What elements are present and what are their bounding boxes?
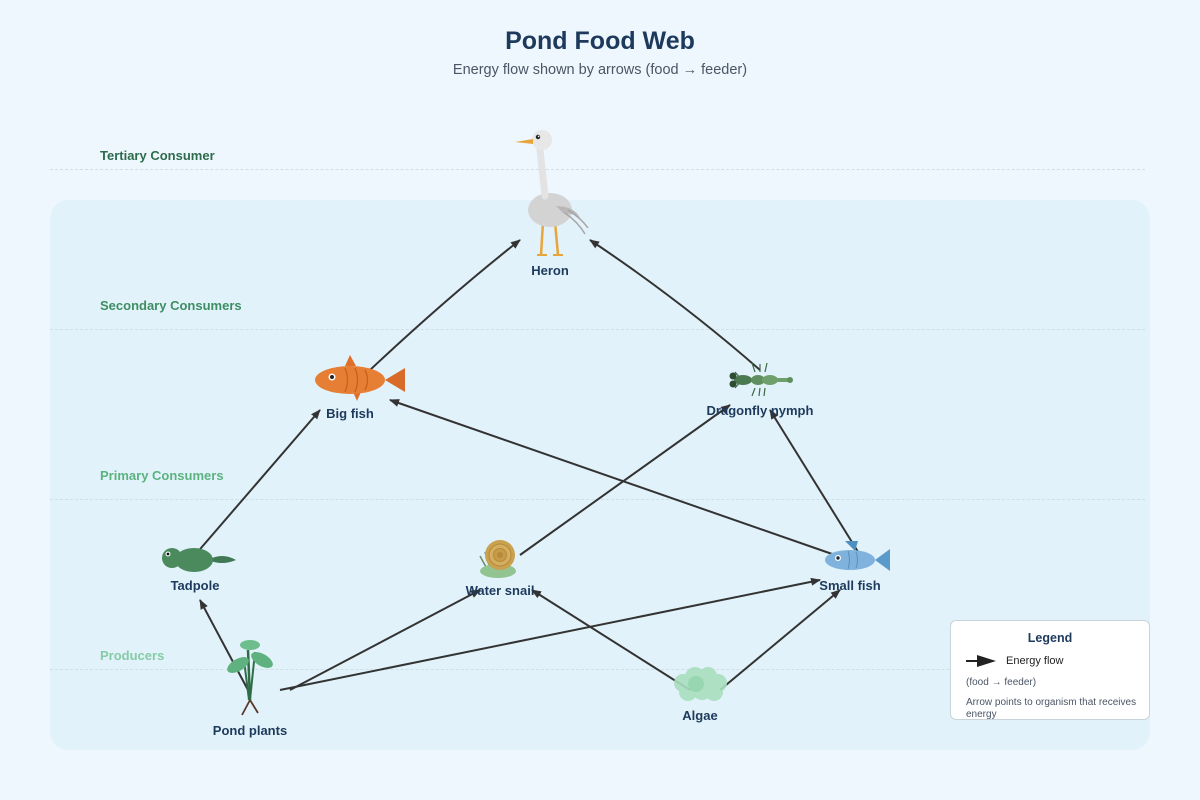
legend-note: Arrow points to organism that receives e… [966, 697, 1137, 720]
legend-flow-subtext: (food → feeder) [966, 677, 1037, 688]
level-divider-tertiary [50, 169, 1145, 170]
algae-label: Algae [682, 708, 718, 723]
big-fish-icon [315, 355, 405, 401]
tadpole-icon [162, 548, 236, 572]
level-divider-secondary [50, 329, 1145, 330]
legend-title: Legend [1027, 631, 1073, 645]
water-snail-label: Water snail [465, 583, 535, 598]
level-label-producers: Producers [100, 648, 165, 663]
arrow-plants-to-smallfish [279, 577, 821, 691]
energy-flow-arrows [194, 239, 861, 691]
arrow-smallfish-to-bigfish [389, 399, 836, 556]
small-fish-label: Small fish [819, 578, 881, 593]
tadpole-label: Tadpole [170, 578, 220, 593]
big-fish-label: Big fish [326, 406, 374, 421]
level-label-tertiary: Tertiary Consumer [100, 148, 215, 163]
page-subtitle: Energy flow shown by arrows (food → feed… [452, 62, 748, 78]
level-label-primary: Primary Consumers [100, 468, 224, 483]
algae-icon [674, 667, 727, 701]
legend-box: Legend Energy flow (food → feeder) Arrow… [950, 620, 1150, 720]
legend-arrow-icon [966, 655, 996, 667]
pond-plants-icon [227, 640, 273, 716]
arrow-algae-to-smallfish [719, 589, 841, 691]
water-snail-icon [479, 540, 516, 578]
heron-icon [515, 130, 589, 256]
arrow-bigfish-to-heron [369, 239, 521, 371]
arrow-plants-to-tadpole [199, 599, 249, 691]
page-title: Pond Food Web [505, 27, 695, 55]
level-divider-producers [50, 669, 1145, 670]
heron-label: Heron [531, 263, 569, 278]
arrow-smallfish-to-dragonfly [769, 409, 861, 556]
level-label-secondary: Secondary Consumers [100, 298, 242, 313]
dragonfly-nymph-icon [729, 362, 793, 397]
arrow-tadpole-to-bigfish [194, 409, 321, 556]
arrow-algae-to-snail [531, 589, 691, 691]
arrow-dragonfly-to-heron [589, 239, 761, 371]
legend-flow-label: Energy flow [1006, 655, 1064, 667]
small-fish-icon [825, 541, 890, 571]
pond-plants-label: Pond plants [212, 723, 288, 738]
arrow-plants-to-snail [289, 589, 481, 691]
dragonfly-nymph-label: Dragonfly nymph [706, 403, 814, 418]
arrow-snail-to-dragonfly [519, 404, 731, 556]
